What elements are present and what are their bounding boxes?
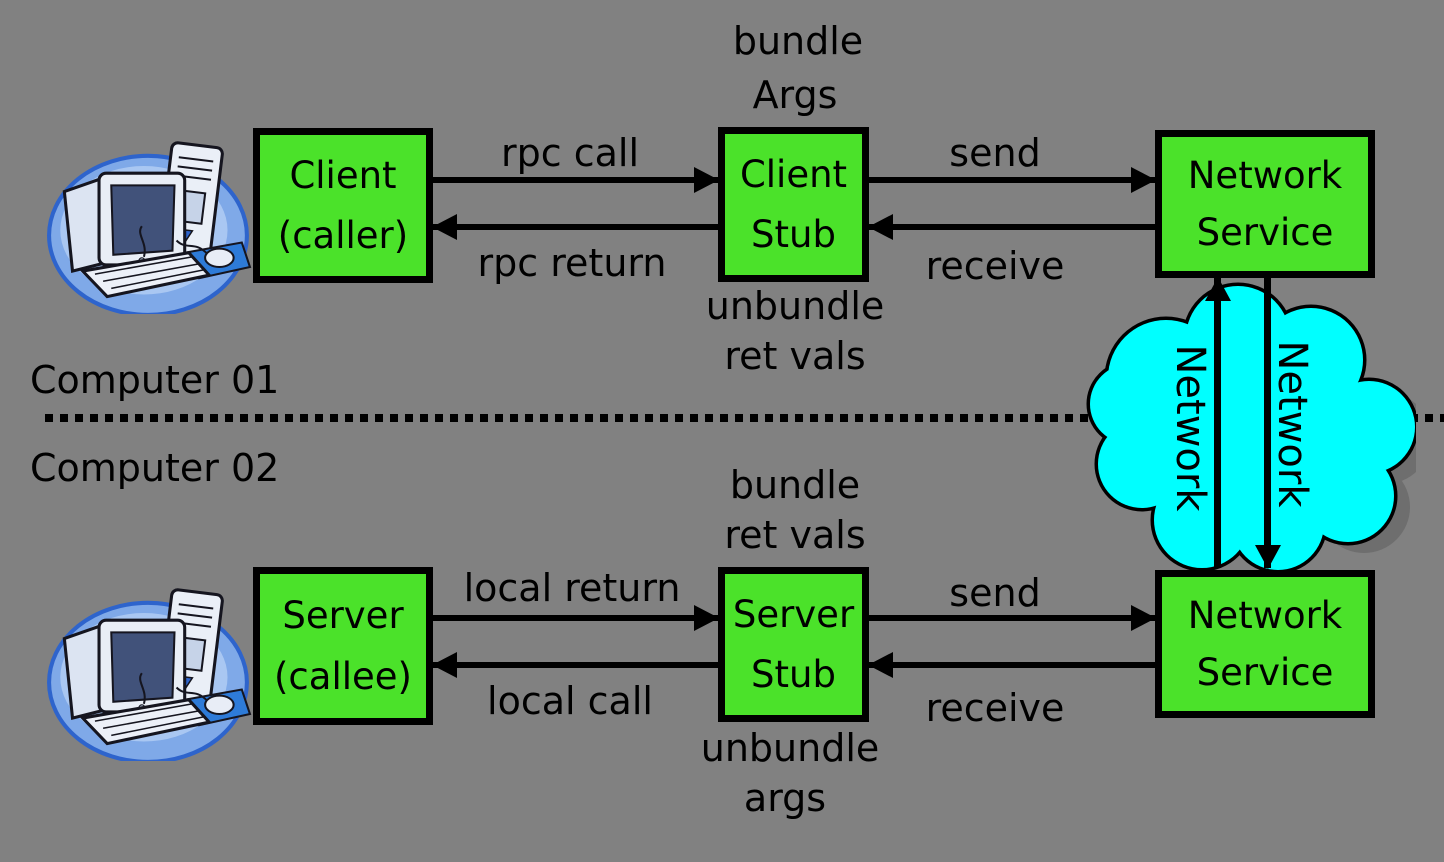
- client-box-line2: (caller): [277, 213, 409, 257]
- local-return-label: local return: [463, 566, 681, 610]
- server-stub-line1: Server: [732, 593, 855, 637]
- local-return-arrow: [433, 615, 718, 621]
- server-stub-note-unbundle-line1: unbundle: [700, 726, 880, 770]
- network-service-box-bottom: Network Service: [1155, 570, 1375, 718]
- receive-label-top: receive: [925, 244, 1065, 288]
- rpc-return-label: rpc return: [477, 241, 667, 285]
- local-call-label: local call: [487, 679, 653, 723]
- client-stub-line1: Client: [739, 153, 848, 197]
- network-service-bottom-line1: Network: [1187, 594, 1343, 637]
- receive-label-bottom: receive: [925, 686, 1065, 730]
- send-arrow-top: [869, 177, 1155, 183]
- receive-arrow-bottom: [869, 662, 1155, 668]
- server-box: Server (callee): [253, 567, 433, 725]
- computer-01-label: Computer 01: [30, 358, 280, 402]
- computer-icon: [46, 565, 252, 761]
- server-stub-box: Server Stub: [718, 567, 869, 722]
- client-stub-box: Client Stub: [718, 127, 869, 282]
- network-service-top-line1: Network: [1187, 154, 1343, 197]
- client-stub-line2: Stub: [751, 212, 836, 256]
- rpc-call-label: rpc call: [500, 131, 640, 175]
- network-up-arrow: [1214, 278, 1221, 568]
- machine-boundary-dotted-line: [45, 414, 1444, 422]
- server-box-line1: Server: [282, 594, 404, 638]
- server-stub-note-bundle-line1: bundle: [729, 463, 861, 507]
- server-stub-note-bundle-line2: ret vals: [724, 513, 866, 557]
- network-cloud-label-right: Network: [1269, 340, 1315, 508]
- client-stub-note-unbundle-line2: ret vals: [724, 334, 866, 378]
- client-box: Client (caller): [253, 128, 433, 283]
- network-service-box-top: Network Service: [1155, 130, 1375, 278]
- rpc-return-arrow: [433, 224, 718, 230]
- computer-icon: [46, 118, 252, 314]
- client-box-line1: Client: [289, 154, 397, 198]
- server-box-line2: (callee): [274, 654, 412, 698]
- client-stub-note-bundle-line1: bundle: [732, 19, 864, 63]
- network-service-top-line2: Service: [1196, 211, 1334, 254]
- server-stub-note-unbundle-line2: args: [743, 776, 827, 820]
- server-stub-line2: Stub: [751, 652, 836, 696]
- client-stub-note-bundle-line2: Args: [752, 73, 838, 117]
- network-down-arrow: [1264, 278, 1271, 568]
- client-stub-note-unbundle-line1: unbundle: [705, 284, 885, 328]
- rpc-call-arrow: [433, 177, 718, 183]
- network-service-bottom-line2: Service: [1196, 651, 1334, 694]
- receive-arrow-top: [869, 224, 1155, 230]
- send-label-bottom: send: [949, 571, 1041, 615]
- computer-02-label: Computer 02: [30, 446, 280, 490]
- send-label-top: send: [949, 131, 1041, 175]
- network-cloud-label-left: Network: [1167, 344, 1213, 512]
- network-cloud: [1086, 282, 1416, 574]
- local-call-arrow: [433, 662, 718, 668]
- send-arrow-bottom: [869, 615, 1155, 621]
